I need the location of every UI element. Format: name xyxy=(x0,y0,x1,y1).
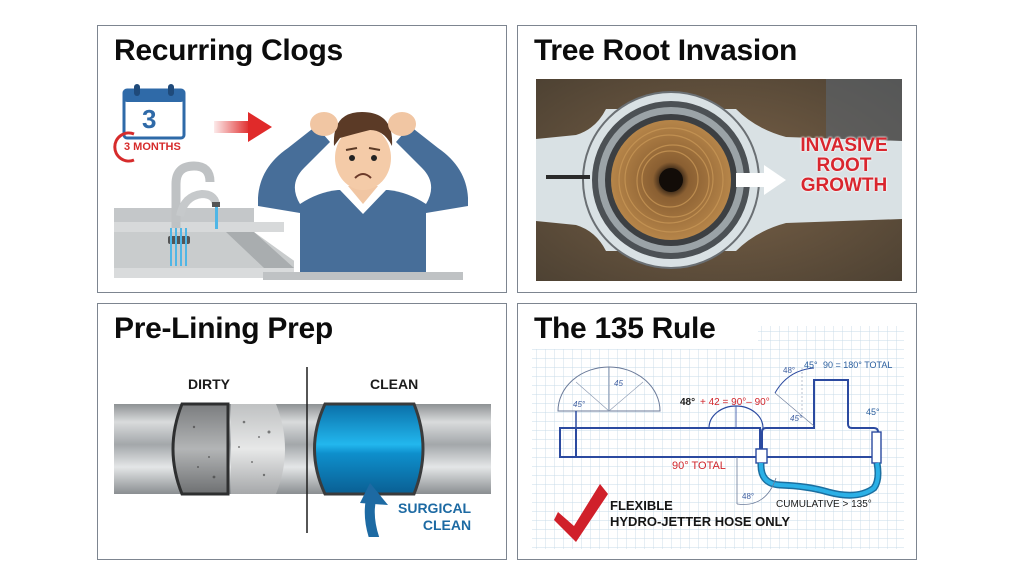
panel-title: Recurring Clogs xyxy=(114,34,343,67)
panel-tree-root-invasion: Tree Root Invasion INVASIVE ROOT GROWTH xyxy=(517,25,917,293)
pipe-comparison-illustration xyxy=(114,367,494,537)
clean-label: CLEAN xyxy=(370,376,419,392)
angle-annotation: + 42 = 90°– 90° xyxy=(700,397,770,408)
panel-135-rule: The 135 Rule 45° 90 = 180° TOTAL 45° 45 … xyxy=(517,303,917,560)
stressed-person-illustration xyxy=(258,86,468,286)
flexible-hose-note: FLEXIBLE HYDRO-JETTER HOSE ONLY xyxy=(610,498,790,530)
panel-title: Pre-Lining Prep xyxy=(114,312,333,345)
angle-annotation: 45° xyxy=(804,360,818,370)
callout-line: ROOT xyxy=(816,155,872,176)
note-line: HYDRO-JETTER HOSE ONLY xyxy=(610,514,791,529)
angle-annotation: 48° xyxy=(680,397,696,408)
angle-annotation: 48° xyxy=(742,492,755,501)
arrow-right-icon xyxy=(214,110,274,144)
sink-illustration xyxy=(114,156,294,284)
interval-label: 3 MONTHS xyxy=(124,141,181,153)
root-pipe-photo xyxy=(536,79,902,281)
cycle-arc-icon xyxy=(110,130,140,164)
cumulative-label: CUMULATIVE > 135° xyxy=(776,499,872,510)
angle-annotation: 45° xyxy=(573,400,586,409)
calendar-icon xyxy=(120,82,190,142)
angle-annotation: 48° xyxy=(783,366,796,375)
angle-annotation: 45 xyxy=(614,379,623,388)
callout-line: CLEAN xyxy=(422,517,472,533)
note-line: FLEXIBLE xyxy=(610,498,673,513)
ninety-total-label: 90° TOTAL xyxy=(672,460,726,472)
calendar-day: 3 xyxy=(142,104,157,134)
dirty-label: DIRTY xyxy=(188,376,230,392)
graph-paper-diagram xyxy=(518,304,916,559)
callout-line: GROWTH xyxy=(800,175,888,196)
callout-line: SURGICAL xyxy=(398,500,472,516)
angle-annotation: 45° xyxy=(866,407,880,417)
panel-title: Tree Root Invasion xyxy=(534,34,797,67)
angle-annotation: 45° xyxy=(790,414,803,423)
panel-pre-lining-prep: Pre-Lining Prep DIRTY CLEAN xyxy=(97,303,507,560)
angle-annotation: 90 = 180° TOTAL xyxy=(823,360,893,370)
panel-title: The 135 Rule xyxy=(534,312,722,346)
invasive-root-growth-callout: INVASIVE ROOT GROWTH xyxy=(790,136,898,196)
callout-line: INVASIVE xyxy=(800,135,888,156)
surgical-clean-callout: SURGICAL CLEAN xyxy=(398,500,471,534)
panel-recurring-clogs: Recurring Clogs 3 3 MONTHS xyxy=(97,25,507,293)
